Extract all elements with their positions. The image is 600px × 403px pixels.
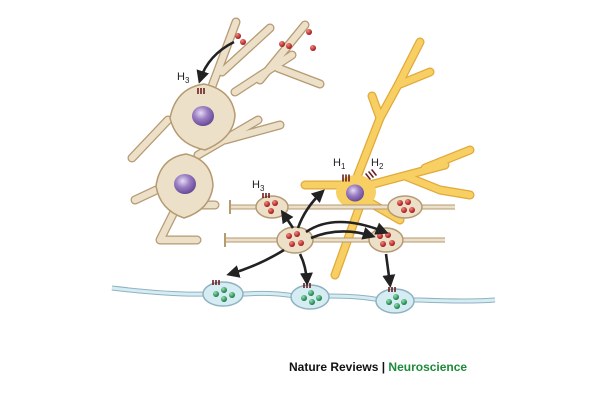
label-h2: H2: [371, 157, 384, 171]
axon-lower: [224, 233, 445, 247]
arrow-to-blue-3: [382, 253, 396, 288]
tan-neuron-upper: [169, 83, 236, 151]
varicosity-right-upper: [387, 195, 423, 219]
arrow-to-right-lower: [310, 227, 376, 240]
dendrite-vesicles: [235, 29, 316, 51]
label-h3-mid: H3: [252, 179, 265, 193]
credit-separator: |: [378, 360, 389, 374]
h2-receptor: [365, 169, 377, 180]
tan-neuron-lower: [155, 153, 214, 219]
arrow-to-blue-2: [298, 253, 313, 286]
label-h3-top: H3: [177, 71, 190, 85]
blue-varicosity-2: [290, 283, 330, 310]
arrow-to-h3-soma: [196, 40, 235, 84]
label-h1: H1: [333, 157, 346, 171]
nucleus-lower: [174, 174, 196, 194]
nucleus-yellow: [346, 184, 364, 202]
blue-varicosity-3: [375, 287, 415, 314]
credit-section: Neuroscience: [388, 360, 468, 374]
h1-receptor: [342, 174, 350, 182]
arrow-to-blue-1: [226, 248, 285, 278]
figure-credit: Nature Reviews | Neuroscience: [289, 360, 467, 374]
varicosity-right-lower: [368, 227, 404, 253]
varicosity-central: [276, 226, 314, 254]
varicosity-h3: [255, 193, 289, 219]
nucleus-upper: [192, 106, 214, 126]
arrow-to-h1: [296, 189, 325, 229]
yellow-histaminergic-neuron: [300, 37, 475, 280]
blue-varicosity-1: [202, 280, 244, 307]
release-arrows: [196, 40, 396, 288]
h3-receptor-upper: [197, 88, 205, 94]
arrow-to-h3-varicosity: [280, 209, 295, 229]
credit-journal: Nature Reviews: [289, 360, 379, 374]
